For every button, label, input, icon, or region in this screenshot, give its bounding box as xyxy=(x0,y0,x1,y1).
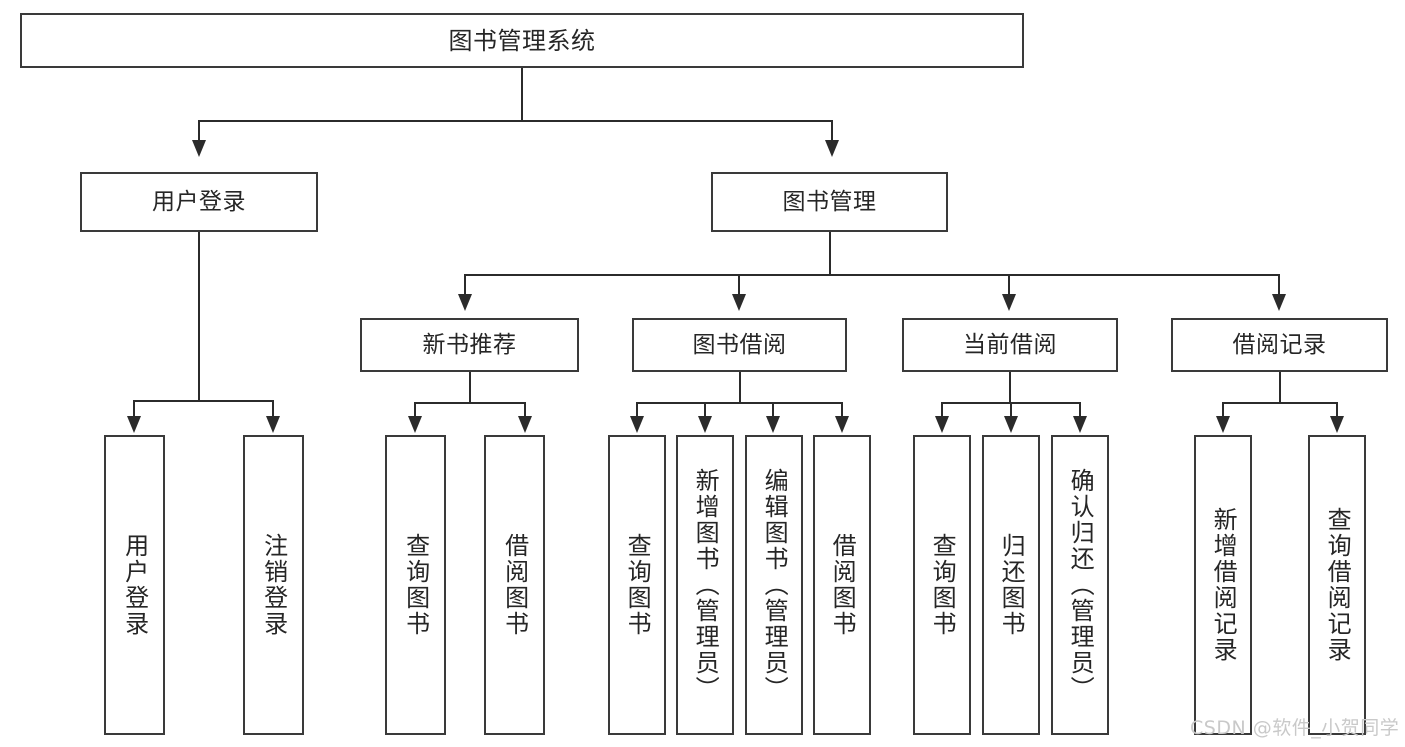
node-leaf-query-book-borrow[interactable]: 查询图书 xyxy=(608,435,666,735)
edge-root-stem xyxy=(521,68,523,120)
node-label: 新增图书（管理员） xyxy=(691,468,720,702)
edge-user-login-drop-2 xyxy=(272,400,274,418)
node-label: 借阅图书 xyxy=(828,533,857,637)
edge-root-to-book-manage xyxy=(831,120,833,142)
edge-current-borrow-drop-2 xyxy=(1010,402,1012,418)
edge-borrow-record-drop-1 xyxy=(1222,402,1224,418)
node-label: 借阅图书 xyxy=(500,533,529,637)
edge-new-book-bus xyxy=(415,402,526,404)
arrow-current-borrow-leaf-2 xyxy=(1004,416,1018,433)
arrow-book-borrow-leaf-2 xyxy=(698,416,712,433)
node-new-book-recommend[interactable]: 新书推荐 xyxy=(360,318,579,372)
edge-new-book-drop-2 xyxy=(524,402,526,418)
edge-user-login-stem xyxy=(198,232,200,400)
arrow-borrow-record-leaf-1 xyxy=(1216,416,1230,433)
node-label: 查询图书 xyxy=(623,533,652,637)
arrow-new-book-leaf-2 xyxy=(518,416,532,433)
edge-user-login-drop-1 xyxy=(133,400,135,418)
node-label: 新书推荐 xyxy=(422,331,517,358)
arrow-book-borrow-leaf-3 xyxy=(766,416,780,433)
node-leaf-return-book[interactable]: 归还图书 xyxy=(982,435,1040,735)
node-label: 图书管理系统 xyxy=(448,26,596,55)
node-leaf-add-borrow-record[interactable]: 新增借阅记录 xyxy=(1194,435,1252,735)
node-leaf-query-borrow-record[interactable]: 查询借阅记录 xyxy=(1308,435,1366,735)
edge-borrow-record-stem xyxy=(1279,372,1281,402)
node-current-borrow[interactable]: 当前借阅 xyxy=(902,318,1118,372)
node-leaf-confirm-return-admin[interactable]: 确认归还（管理员） xyxy=(1051,435,1109,735)
node-leaf-logout[interactable]: 注销登录 xyxy=(243,435,304,735)
arrow-current-borrow-leaf-3 xyxy=(1073,416,1087,433)
node-leaf-borrow-book-recommend[interactable]: 借阅图书 xyxy=(484,435,545,735)
node-root-book-management-system[interactable]: 图书管理系统 xyxy=(20,13,1024,68)
node-label: 注销登录 xyxy=(259,533,288,637)
edge-book-manage-bus xyxy=(465,274,1280,276)
node-label: 确认归还（管理员） xyxy=(1066,468,1095,702)
node-leaf-borrow-book[interactable]: 借阅图书 xyxy=(813,435,871,735)
node-label: 新增借阅记录 xyxy=(1209,507,1238,663)
edge-new-book-stem xyxy=(469,372,471,402)
edge-new-book-drop-1 xyxy=(414,402,416,418)
node-book-management[interactable]: 图书管理 xyxy=(711,172,948,232)
arrow-user-login-leaf-1 xyxy=(127,416,141,433)
edge-borrow-record-drop-2 xyxy=(1336,402,1338,418)
arrow-book-manage-to-new-book xyxy=(458,294,472,311)
node-label: 归还图书 xyxy=(997,533,1026,637)
node-label: 查询图书 xyxy=(401,533,430,637)
edge-book-borrow-stem xyxy=(739,372,741,402)
node-leaf-user-login[interactable]: 用户登录 xyxy=(104,435,165,735)
edge-root-to-user-login xyxy=(198,120,200,142)
edge-user-login-bus xyxy=(134,400,274,402)
arrow-book-borrow-leaf-1 xyxy=(630,416,644,433)
edge-current-borrow-drop-3 xyxy=(1079,402,1081,418)
arrow-root-to-book-manage xyxy=(825,140,839,157)
edge-book-manage-drop-4 xyxy=(1278,274,1280,296)
node-label: 当前借阅 xyxy=(963,331,1057,358)
node-label: 用户登录 xyxy=(120,533,149,637)
arrow-book-manage-to-current xyxy=(1002,294,1016,311)
edge-book-borrow-drop-3 xyxy=(772,402,774,418)
edge-book-manage-drop-1 xyxy=(464,274,466,296)
edge-current-borrow-stem xyxy=(1009,372,1011,402)
edge-book-borrow-bus xyxy=(637,402,843,404)
node-leaf-query-book-recommend[interactable]: 查询图书 xyxy=(385,435,446,735)
edge-book-manage-drop-3 xyxy=(1008,274,1010,296)
edge-current-borrow-drop-1 xyxy=(941,402,943,418)
node-label: 编辑图书（管理员） xyxy=(760,468,789,702)
arrow-borrow-record-leaf-2 xyxy=(1330,416,1344,433)
arrow-root-to-user-login xyxy=(192,140,206,157)
node-label: 借阅记录 xyxy=(1232,331,1327,358)
node-leaf-add-book-admin[interactable]: 新增图书（管理员） xyxy=(676,435,734,735)
node-label: 图书借阅 xyxy=(692,331,787,358)
arrow-book-manage-to-borrow xyxy=(732,294,746,311)
edge-root-bus xyxy=(199,120,833,122)
edge-book-borrow-drop-1 xyxy=(636,402,638,418)
arrow-book-borrow-leaf-4 xyxy=(835,416,849,433)
arrow-book-manage-to-record xyxy=(1272,294,1286,311)
arrow-new-book-leaf-1 xyxy=(408,416,422,433)
edge-book-borrow-drop-2 xyxy=(704,402,706,418)
node-label: 用户登录 xyxy=(152,188,246,215)
edge-book-manage-drop-2 xyxy=(738,274,740,296)
edge-book-borrow-drop-4 xyxy=(841,402,843,418)
node-book-borrow[interactable]: 图书借阅 xyxy=(632,318,847,372)
node-leaf-query-book-current[interactable]: 查询图书 xyxy=(913,435,971,735)
edge-borrow-record-bus xyxy=(1223,402,1338,404)
arrow-current-borrow-leaf-1 xyxy=(935,416,949,433)
arrow-user-login-leaf-2 xyxy=(266,416,280,433)
edge-book-manage-stem xyxy=(829,232,831,274)
node-label: 图书管理 xyxy=(782,188,877,215)
node-leaf-edit-book-admin[interactable]: 编辑图书（管理员） xyxy=(745,435,803,735)
node-label: 查询借阅记录 xyxy=(1323,507,1352,663)
node-label: 查询图书 xyxy=(928,533,957,637)
node-user-login[interactable]: 用户登录 xyxy=(80,172,318,232)
node-borrow-record[interactable]: 借阅记录 xyxy=(1171,318,1388,372)
